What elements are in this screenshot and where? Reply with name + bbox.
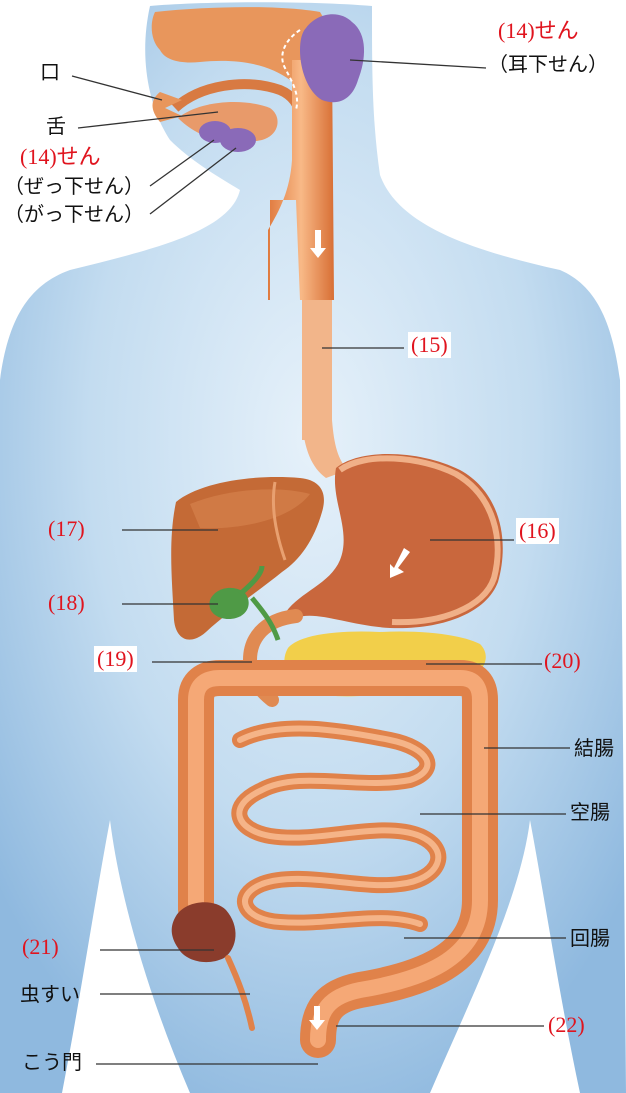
label-22: (22) bbox=[548, 1014, 585, 1036]
label-17: (17) bbox=[48, 518, 85, 540]
label-anus: こう門 bbox=[22, 1052, 82, 1072]
label-sublingual: （ぜっ下せん） bbox=[4, 176, 144, 196]
label-parotid: （耳下せん） bbox=[488, 54, 608, 74]
label-ileum: 回腸 bbox=[570, 928, 610, 948]
submandibular-gland bbox=[220, 128, 256, 152]
label-16: (16) bbox=[516, 518, 559, 544]
label-tongue: 舌 bbox=[46, 116, 66, 136]
label-mouth: 口 bbox=[40, 62, 60, 82]
label-21: (21) bbox=[22, 936, 59, 958]
label-18: (18) bbox=[48, 592, 85, 614]
label-gland-left: (14)せん bbox=[20, 146, 101, 168]
label-19: (19) bbox=[94, 646, 137, 672]
label-submandibular: （がっ下せん） bbox=[4, 204, 144, 224]
label-appendix: 虫すい bbox=[20, 984, 80, 1004]
label-gland-right: (14)せん bbox=[498, 20, 579, 42]
label-20: (20) bbox=[544, 650, 581, 672]
label-colon: 結腸 bbox=[574, 738, 614, 758]
label-15: (15) bbox=[408, 332, 451, 358]
label-jejunum: 空腸 bbox=[570, 802, 610, 822]
esophagus bbox=[302, 300, 332, 440]
